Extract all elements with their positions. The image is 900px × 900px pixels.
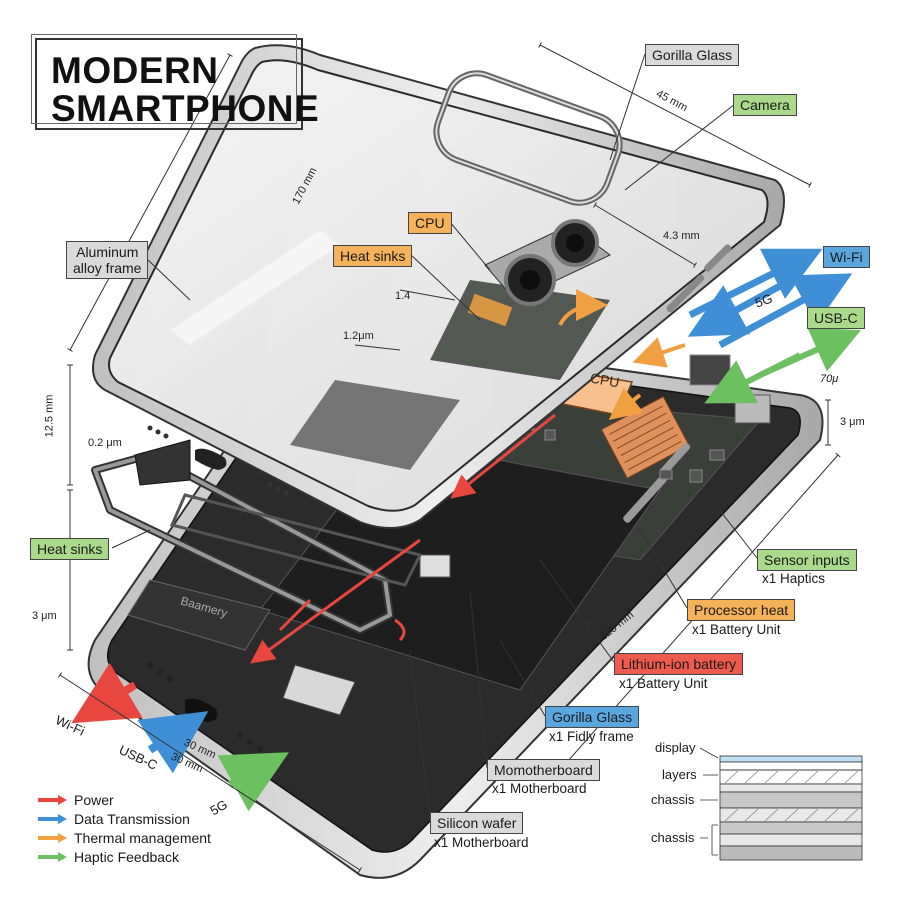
label-usbc: USB-C [807,307,865,330]
sub-motherboard: x1 Motherboard [492,781,587,796]
sub-silicon-wafer: x1 Motherboard [434,835,529,850]
data-arrow-icon [38,814,67,824]
layer-label-chassis-2: chassis [651,830,695,845]
dim-70u: 70μ [820,373,839,385]
label-processor-heat: Processor heat [687,599,796,622]
middle-frame [91,439,423,634]
dim-3um-left: 3 μm [32,610,57,622]
label-gorilla-glass-top: Gorilla Glass [645,44,740,67]
legend-label-power: Power [74,792,114,808]
legend-label-haptic: Haptic Feedback [74,849,180,865]
haptic-arrow-icon [38,852,67,862]
dim-12-5mm: 12.5 mm [43,394,56,438]
sub-lithium-battery: x1 Battery Unit [619,676,708,691]
sub-gorilla-glass-bottom: x1 Fidly frame [549,729,634,744]
legend-item-thermal: Thermal management [36,830,211,846]
dim-0-2um: 0.2 μm [88,437,122,449]
layer-cross-section [699,747,863,861]
label-cpu-top: CPU [408,212,452,235]
label-sensor-inputs: Sensor inputs [757,549,857,572]
label-motherboard: Momotherboard [487,759,600,782]
sub-processor-heat: x1 Battery Unit [692,622,781,637]
layer-label-display: display [655,740,696,755]
layer-label-layers: layers [662,767,697,782]
label-aluminum-frame: Aluminum alloy frame [66,241,149,280]
legend-label-data: Data Transmission [74,811,190,827]
label-silicon-wafer: Silicon wafer [430,812,524,835]
camera-lens-module [484,219,611,306]
dim-1-4: 1.4 [395,290,411,302]
label-lithium-battery: Lithium-ion battery [614,653,744,676]
dim-1-2um: 1.2μm [343,330,374,342]
layer-label-chassis-1: chassis [651,792,695,807]
dim-3um-right: 3 μm [840,416,865,428]
label-camera: Camera [733,94,797,117]
thermal-arrow-icon [38,833,67,843]
sub-sensor-inputs: x1 Haptics [762,571,826,586]
label-heat-sinks-top: Heat sinks [333,245,413,268]
legend-item-power: Power [36,792,114,808]
legend-label-thermal: Thermal management [74,830,211,846]
legend-item-data: Data Transmission [36,811,190,827]
dim-4-3mm: 4.3 mm [663,230,700,242]
legend-item-haptic: Haptic Feedback [36,849,179,865]
power-arrow-icon [38,795,67,805]
label-gorilla-glass-bottom: Gorilla Glass [545,706,640,729]
title-line-2: SMARTPHONE [51,88,320,129]
title-box: MODERN SMARTPHONE [31,34,319,130]
title-line-1: MODERN [51,50,219,91]
label-wifi: Wi-Fi [823,246,870,269]
label-heat-sinks-left: Heat sinks [30,538,110,561]
